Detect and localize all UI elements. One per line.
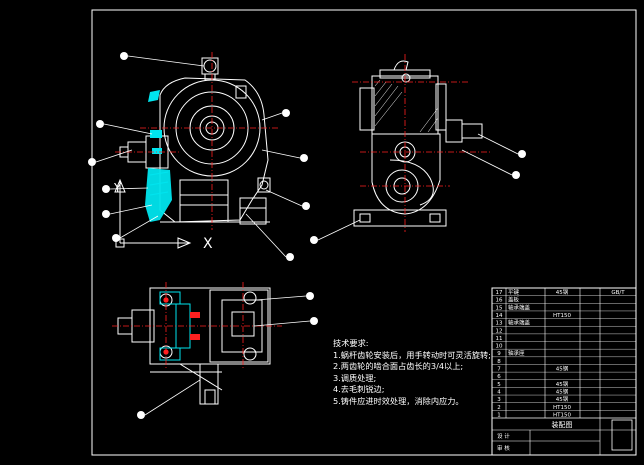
side-view-hatch (374, 79, 439, 133)
axis-y-label: Y (113, 181, 122, 195)
parts-cell-name: 盖板 (508, 296, 520, 304)
parts-cell-no: 3 (497, 397, 501, 403)
parts-cell-no: 2 (497, 405, 501, 411)
parts-cell-no: 8 (497, 359, 501, 365)
parts-cell-material: HT150 (553, 412, 571, 418)
plan-view-centerlines (112, 282, 282, 370)
parts-cell-no: 16 (496, 298, 503, 304)
front-view-cut (149, 171, 169, 196)
tech-req-item: 4.去毛刺锐边; (333, 384, 385, 395)
parts-cell-material: 45钢 (556, 365, 569, 373)
parts-cell-no: 6 (497, 374, 501, 380)
parts-cell-no: 13 (496, 321, 503, 327)
tech-req-item: 1.蜗杆齿轮安装后，用手转动时可灵活旋转; (333, 349, 491, 360)
parts-cell-no: 5 (497, 382, 501, 388)
parts-cell-material: 45钢 (556, 380, 569, 388)
tech-req-item: 2.两齿轮的啮合面占齿长的3/4以上; (333, 361, 464, 372)
parts-cell-no: 4 (497, 389, 501, 395)
parts-cell-name: 轴承端盖 (508, 303, 531, 311)
parts-cell-no: 9 (497, 351, 501, 357)
front-view-centerlines (115, 52, 280, 230)
parts-cell-name: 平键 (508, 288, 520, 296)
parts-cell-no: 10 (496, 344, 503, 350)
parts-cell-name: 轴承座 (508, 349, 525, 357)
balloon-markers (88, 52, 526, 419)
tech-req-item: 3.调质处理; (333, 372, 377, 383)
parts-cell-no: 7 (497, 367, 501, 373)
parts-cell-material: HT150 (553, 405, 571, 411)
tech-req-item: 5.铸件应进时效处理，消除内应力。 (333, 395, 464, 406)
parts-cell-no: 12 (496, 328, 503, 334)
plan-view (117, 287, 271, 405)
technical-requirements: 技术要求: 1.蜗杆齿轮安装后，用手转动时可灵活旋转; 2.两齿轮的啮合面占齿长… (333, 338, 491, 408)
side-view (353, 60, 483, 227)
title-block-checked-label: 审 核 (497, 444, 510, 452)
axis-x-label: X (203, 236, 213, 252)
parts-cell-material: 45钢 (556, 288, 569, 296)
front-view (119, 57, 271, 225)
side-view-centerlines (352, 54, 490, 232)
parts-cell-no: 1 (497, 412, 501, 418)
parts-cell-name: 轴承端盖 (508, 319, 531, 327)
parts-cell-no: 11 (496, 336, 503, 342)
technical-requirements-heading: 技术要求: (333, 338, 369, 348)
drawing-title: 装配图 (552, 420, 573, 429)
parts-cell-no: 17 (496, 290, 503, 296)
parts-cell-no: 14 (496, 313, 503, 319)
parts-cell-note: GB/T (611, 290, 625, 296)
parts-cell-material: 45钢 (556, 387, 569, 395)
title-block-drawn-label: 设 计 (497, 432, 510, 440)
parts-cell-no: 15 (496, 305, 503, 311)
parts-cell-material: 45钢 (556, 395, 569, 403)
drawing-border (91, 9, 637, 456)
leader-lines (95, 55, 519, 416)
parts-cell-material: HT150 (553, 313, 571, 319)
front-view-section (145, 90, 172, 222)
